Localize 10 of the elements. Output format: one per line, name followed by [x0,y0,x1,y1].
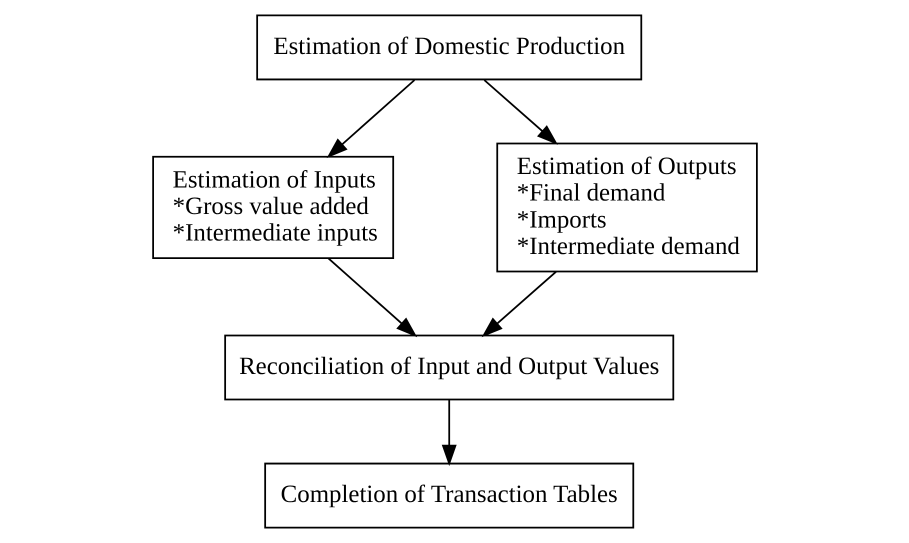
arrow [327,258,417,338]
arrow [326,79,415,158]
arrow [481,270,556,338]
node-box: Estimation of Inputs *Gross value added *Intermediate inputs [152,156,394,260]
arrow [483,79,558,145]
node-box: Estimation of Outputs *Final demand *Imports *Intermediate demand [496,142,758,272]
node-box: Completion of Transaction Tables [264,462,634,528]
arrow [441,400,456,466]
node-box: Reconciliation of Input and Output Values [224,334,674,400]
node-box: Estimation of Domestic Production [256,14,642,80]
